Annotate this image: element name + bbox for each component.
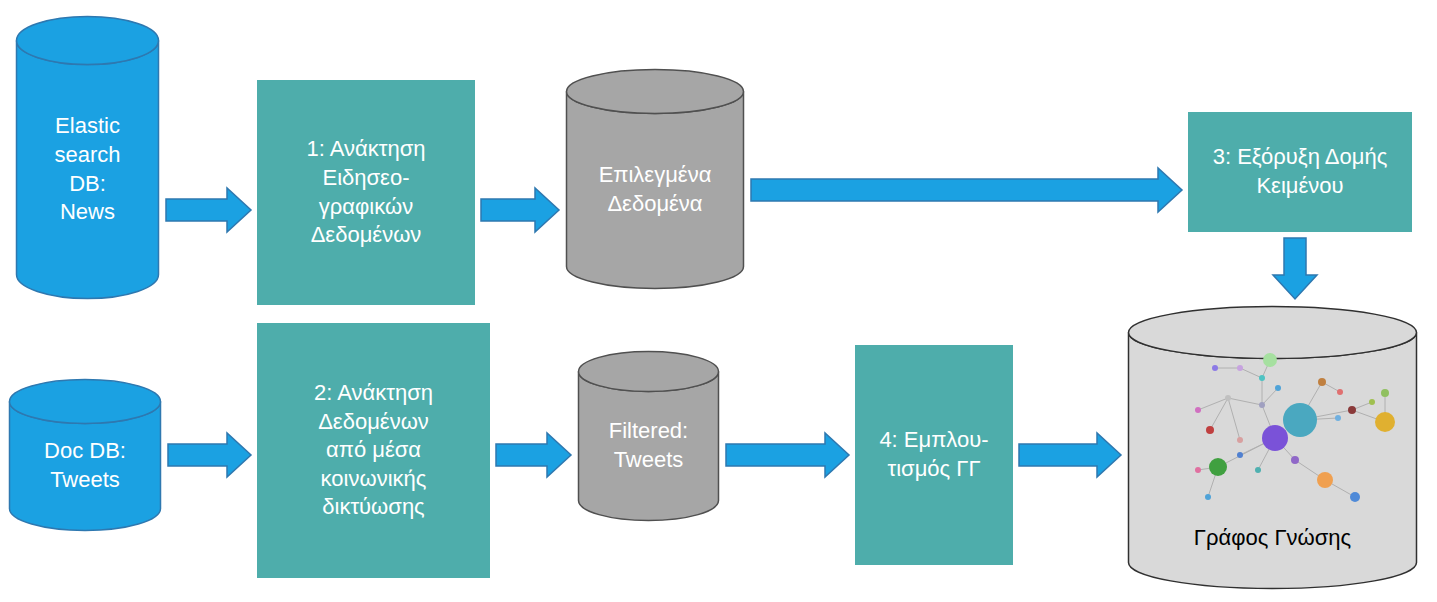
block-arrow [496,433,571,477]
database-cylinder: Doc DB: Tweets [8,378,162,532]
block-arrow [166,188,251,232]
text-area: Elastic search DB: News [15,69,160,270]
text-area: Doc DB: Tweets [8,428,162,504]
node-label: 3: Εξόρυξη Δομής Κειμένου [1200,143,1400,200]
process-box: 2: Ανάκτηση Δεδομένων από μέσα κοινωνική… [257,323,490,578]
text-area: Filtered: Tweets [577,396,720,496]
block-arrow [1273,238,1317,299]
block-arrow [726,433,849,477]
block-arrow [168,433,251,477]
process-box: 3: Εξόρυξη Δομής Κειμένου [1188,112,1412,232]
process-box: 1: Ανάκτηση Ειδησεο- γραφικών Δεδομένων [257,80,475,305]
text-area: Επιλεγμένα Δεδομένα [565,118,745,262]
process-box: 4: Εμπλου- τισμός ΓΓ [855,345,1013,565]
node-label: Doc DB: Tweets [35,437,135,494]
text-area: Γράφος Γνώσης [1127,515,1418,562]
text-area: 4: Εμπλου- τισμός ΓΓ [855,355,1013,555]
database-cylinder: Elastic search DB: News [15,15,160,300]
node-outline [257,80,475,305]
node-outline [855,345,1013,565]
node-label: 4: Εμπλου- τισμός ΓΓ [874,426,994,483]
text-area: 2: Ανάκτηση Δεδομένων από μέσα κοινωνική… [257,333,490,568]
node-label: Elastic search DB: News [45,112,130,226]
data-store-cylinder: Επιλεγμένα Δεδομένα [565,68,745,290]
node-label: 1: Ανάκτηση Ειδησεο- γραφικών Δεδομένων [294,135,439,249]
data-store-cylinder: Filtered: Tweets [577,350,720,522]
knowledge-graph-cylinder: Γράφος Γνώσης [1127,305,1418,590]
block-arrow [751,168,1182,212]
node-label: Γράφος Γνώσης [1194,524,1351,553]
node-outline [1188,112,1412,232]
node-label: Filtered: Tweets [594,417,704,474]
text-area: 3: Εξόρυξη Δομής Κειμένου [1188,122,1412,222]
node-label: Επιλεγμένα Δεδομένα [580,161,730,218]
text-area: 1: Ανάκτηση Ειδησεο- γραφικών Δεδομένων [257,90,475,295]
block-arrow [1019,433,1121,477]
block-arrow [481,188,559,232]
node-label: 2: Ανάκτηση Δεδομένων από μέσα κοινωνική… [301,379,446,522]
